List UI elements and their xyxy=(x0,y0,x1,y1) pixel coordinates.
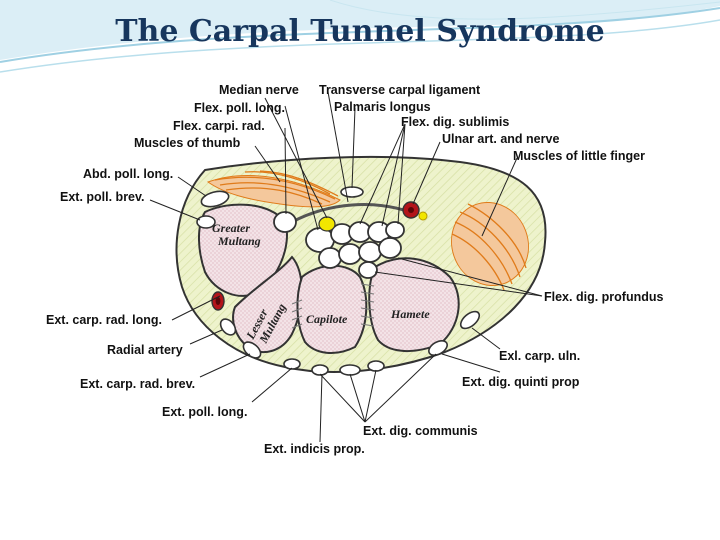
palmaris-longus-tendon xyxy=(340,186,364,198)
hamete-bone xyxy=(368,257,460,353)
label-ext-dig-communis: Ext. dig. communis xyxy=(363,424,478,438)
page-title: The Carpal Tunnel Syndrome xyxy=(115,14,605,49)
leader-lines xyxy=(149,91,543,443)
little-finger-muscle-fibers xyxy=(451,203,527,291)
label-ext-dig-quinti-prop: Ext. dig. quinti prop xyxy=(462,375,580,389)
label-median-nerve: Median nerve xyxy=(219,83,299,97)
label-transverse-carpal-ligament: Transverse carpal ligament xyxy=(319,83,481,97)
ulnar-nerve xyxy=(418,211,428,221)
label-radial-artery: Radial artery xyxy=(107,343,183,357)
joint-gaps xyxy=(291,283,375,329)
capilote-bone xyxy=(296,264,368,354)
hamete-label: Hamete xyxy=(390,307,430,321)
lesser-multang-bone xyxy=(232,255,303,354)
median-nerve xyxy=(318,216,336,232)
carpal-tunnel-diagram: Greater Multang Lesser Multang Capilote … xyxy=(30,72,685,472)
label-flex-poll-long: Flex. poll. long. xyxy=(194,101,285,115)
label-flex-carpi-rad: Flex. carpi. rad. xyxy=(173,119,265,133)
label-ext-indicis-prop: Ext. indicis prop. xyxy=(264,442,365,456)
transverse-carpal-ligament xyxy=(291,203,411,224)
label-muscles-of-little-finger: Muscles of little finger xyxy=(513,149,645,163)
label-ext-carp-rad-long: Ext. carp. rad. long. xyxy=(46,313,162,327)
label-flex-dig-sublimis: Flex. dig. sublimis xyxy=(401,115,509,129)
label-flex-dig-profundus: Flex. dig. profundus xyxy=(544,290,663,304)
label-ulnar-art-and-nerve: Ulnar art. and nerve xyxy=(442,132,559,146)
label-ext-carp-rad-brev: Ext. carp. rad. brev. xyxy=(80,377,195,391)
label-palmaris-longus: Palmaris longus xyxy=(334,100,431,114)
greater-multang-label-2: Multang xyxy=(217,234,261,248)
label-muscles-of-thumb: Muscles of thumb xyxy=(134,136,241,150)
label-ext-poll-long: Ext. poll. long. xyxy=(162,405,247,419)
greater-multang-label: Greater xyxy=(212,221,250,235)
label-ext-poll-brev: Ext. poll. brev. xyxy=(60,190,145,204)
little-finger-muscle xyxy=(451,201,529,287)
label-abd-poll-long: Abd. poll. long. xyxy=(83,167,173,181)
label-exl-carp-uln: Exl. carp. uln. xyxy=(499,349,580,363)
title-banner-decoration xyxy=(0,0,720,73)
wrist-cross-section: Greater Multang Lesser Multang Capilote … xyxy=(46,83,663,456)
capilote-label: Capilote xyxy=(306,312,348,326)
flex-carpi-rad-tendon xyxy=(273,211,297,233)
